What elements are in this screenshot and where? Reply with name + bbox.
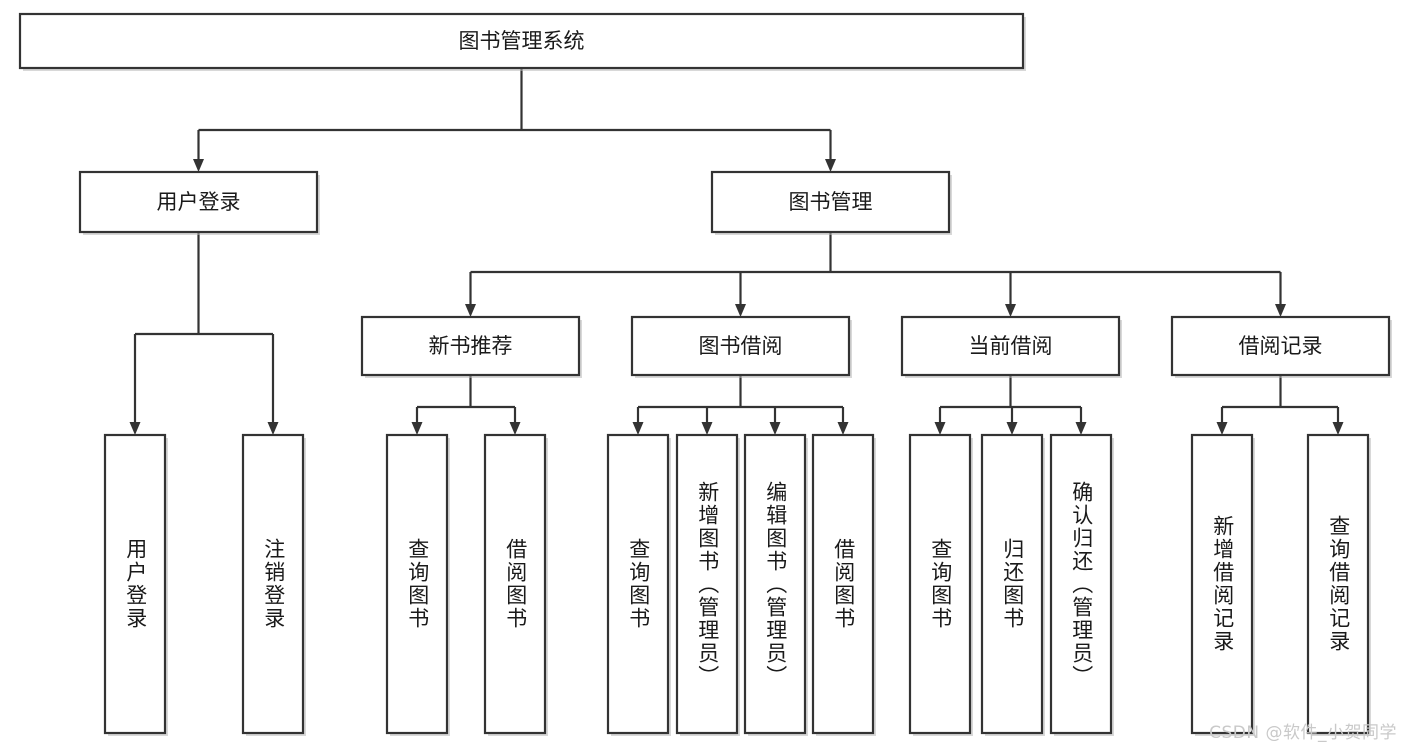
node-box-borrow-record[interactable]: [1170, 315, 1391, 377]
arrow-head-book-management-to-new-book-recommend: [465, 304, 476, 317]
arrow-head-root-to-book-management: [825, 159, 836, 172]
node-label-root: 图书管理系统: [459, 29, 585, 53]
arrow-head-book-borrow-to-leaf-add-book: [701, 422, 713, 435]
node-box-leaf-edit-book[interactable]: [743, 433, 807, 735]
node-box-leaf-query-book-cur[interactable]: [908, 433, 972, 735]
arrow-head-user-login-to-leaf-logout: [267, 422, 279, 435]
node-box-current-borrow[interactable]: [900, 315, 1121, 377]
node-label-book-management: 图书管理: [789, 190, 873, 214]
node-box-leaf-add-book[interactable]: [675, 433, 739, 735]
node-box-leaf-borrow-book[interactable]: [811, 433, 875, 735]
arrow-head-book-management-to-borrow-record: [1275, 304, 1286, 317]
node-box-leaf-logout[interactable]: [241, 433, 305, 735]
node-box-book-borrow[interactable]: [630, 315, 851, 377]
node-boxes-layer: [18, 12, 1392, 736]
node-box-leaf-query-record[interactable]: [1306, 433, 1370, 735]
node-box-leaf-query-book-new[interactable]: [385, 433, 449, 735]
arrow-head-book-borrow-to-leaf-edit-book: [769, 422, 781, 435]
node-box-leaf-confirm-return[interactable]: [1049, 433, 1113, 735]
connector-lines-layer: [129, 68, 1344, 435]
arrow-head-borrow-record-to-leaf-query-record: [1332, 422, 1344, 435]
arrow-head-book-management-to-book-borrow: [735, 304, 746, 317]
node-box-root[interactable]: [18, 12, 1025, 70]
node-label-new-book-recommend: 新书推荐: [429, 334, 513, 358]
arrow-head-user-login-to-leaf-user-login: [129, 422, 141, 435]
node-box-leaf-add-record[interactable]: [1190, 433, 1254, 735]
arrow-head-current-borrow-to-leaf-query-book-cur: [934, 422, 946, 435]
arrow-head-book-borrow-to-leaf-query-book: [632, 422, 644, 435]
node-box-leaf-return-book[interactable]: [980, 433, 1044, 735]
node-box-new-book-recommend[interactable]: [360, 315, 581, 377]
node-box-leaf-borrow-book-new[interactable]: [483, 433, 547, 735]
node-box-leaf-user-login[interactable]: [103, 433, 167, 735]
arrow-head-new-book-recommend-to-leaf-borrow-book-new: [509, 422, 521, 435]
arrow-head-book-borrow-to-leaf-borrow-book: [837, 422, 849, 435]
node-box-book-management[interactable]: [710, 170, 951, 234]
node-box-leaf-query-book[interactable]: [606, 433, 670, 735]
arrow-head-root-to-user-login: [193, 159, 204, 172]
node-label-user-login: 用户登录: [157, 190, 241, 214]
watermark-text: CSDN @软件_小贺同学: [1209, 723, 1397, 743]
arrow-head-borrow-record-to-leaf-add-record: [1216, 422, 1228, 435]
arrow-head-current-borrow-to-leaf-return-book: [1006, 422, 1018, 435]
node-label-current-borrow: 当前借阅: [969, 334, 1053, 358]
arrow-head-current-borrow-to-leaf-confirm-return: [1075, 422, 1087, 435]
node-box-user-login[interactable]: [78, 170, 319, 234]
arrow-head-book-management-to-current-borrow: [1005, 304, 1016, 317]
node-label-book-borrow: 图书借阅: [699, 334, 783, 358]
arrow-head-new-book-recommend-to-leaf-query-book-new: [411, 422, 423, 435]
node-label-borrow-record: 借阅记录: [1239, 334, 1323, 358]
